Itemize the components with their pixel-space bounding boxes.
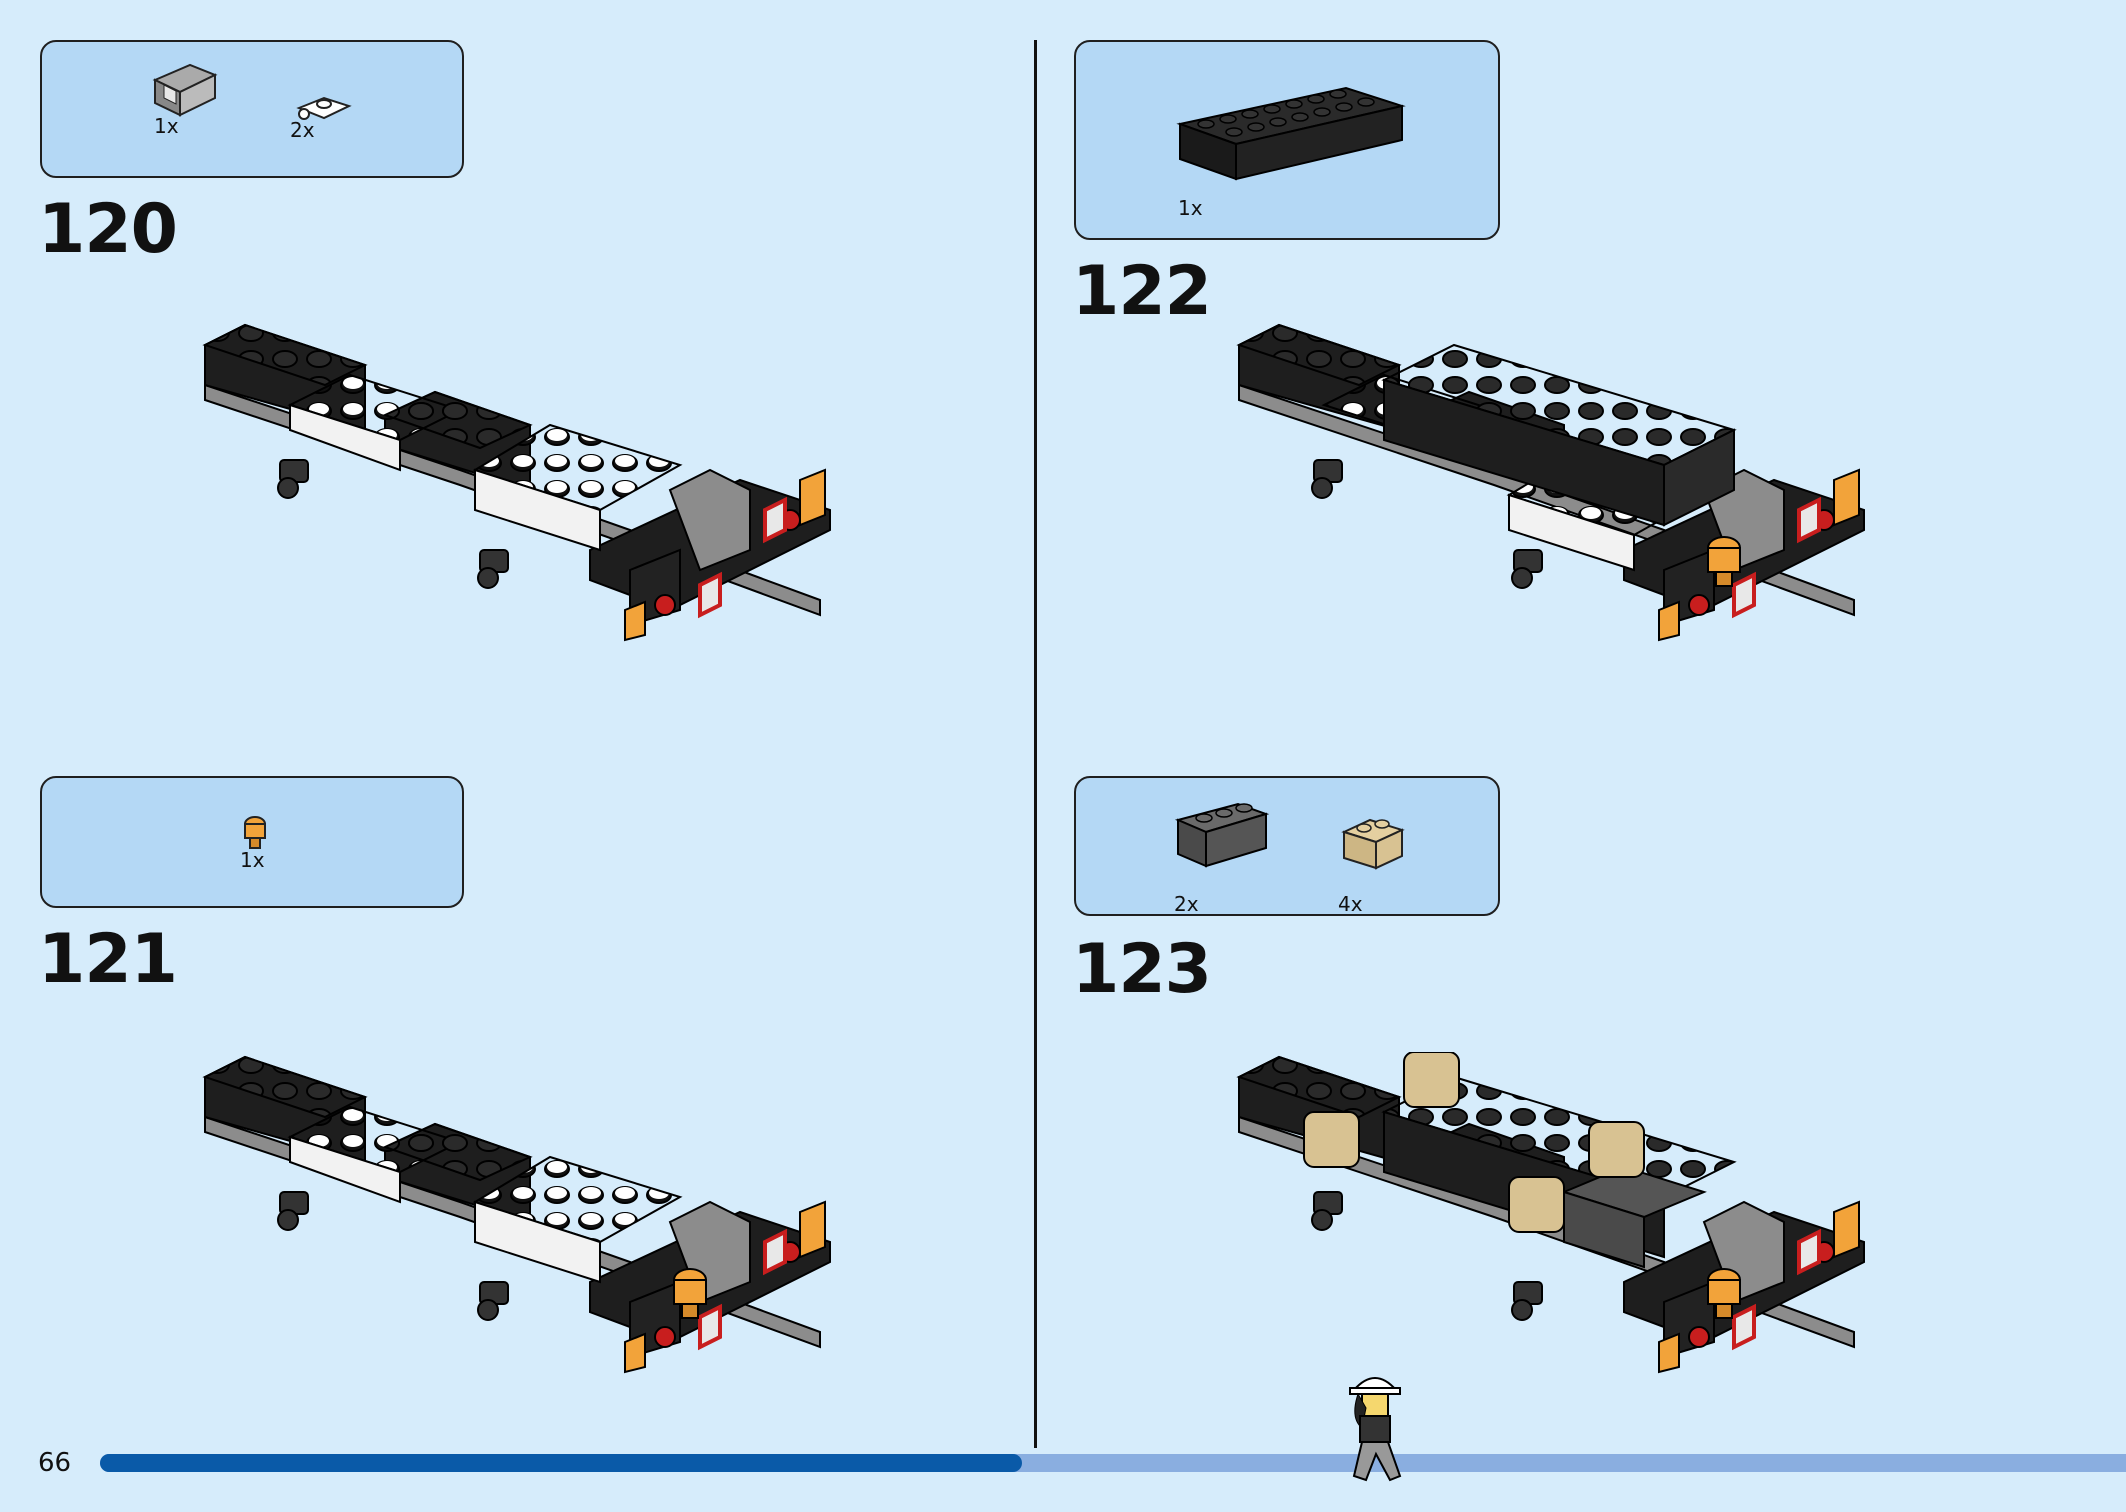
part-orange-beacon: 1x	[240, 814, 280, 894]
minifigure-icon	[1349, 1377, 1402, 1482]
black-brick-2x8-icon	[1176, 86, 1406, 181]
step-number-120: 120	[38, 190, 178, 269]
parts-box-step-121: 1x	[40, 776, 464, 908]
tan-round-bricks	[1303, 1052, 1645, 1233]
tan-round-brick-icon	[1341, 818, 1405, 870]
orange-beacon-icon	[244, 816, 266, 849]
part-qty: 4x	[1338, 892, 1363, 916]
page-divider	[1034, 40, 1037, 1448]
model-step-122	[1237, 323, 1866, 642]
part-white-clip-plate: 2x	[290, 94, 364, 144]
step-number-121: 121	[38, 920, 178, 999]
progress-bar	[100, 1454, 2126, 1472]
parts-box-step-123: 2x 4x	[1074, 776, 1500, 916]
dark-gray-brick-1x3-icon	[1174, 802, 1270, 868]
part-gray-slope-plate: 1x	[150, 60, 220, 138]
model-step-123	[1237, 1052, 1866, 1374]
part-dark-gray-brick-1x3: 2x	[1174, 800, 1274, 916]
gray-slope-plate-icon	[152, 63, 218, 117]
model-step-120	[203, 323, 832, 642]
parts-box-step-122: 1x	[1074, 40, 1500, 240]
part-qty: 2x	[290, 118, 315, 142]
part-qty: 2x	[1174, 892, 1199, 916]
part-qty: 1x	[154, 114, 179, 138]
step-number-122: 122	[1072, 252, 1212, 331]
part-qty: 1x	[240, 848, 265, 872]
page-number: 66	[38, 1448, 72, 1478]
step-number-123: 123	[1072, 930, 1212, 1009]
parts-box-step-120: 1x 2x	[40, 40, 464, 178]
beacon-added	[673, 1268, 707, 1319]
white-clip-plate-icon	[296, 96, 352, 120]
progress-bar-fill	[100, 1454, 1022, 1472]
part-tan-round-brick: 4x	[1338, 812, 1420, 916]
part-qty: 1x	[1178, 196, 1203, 220]
part-black-brick-2x8: 1x	[1176, 84, 1416, 224]
model-step-121	[203, 1055, 832, 1374]
